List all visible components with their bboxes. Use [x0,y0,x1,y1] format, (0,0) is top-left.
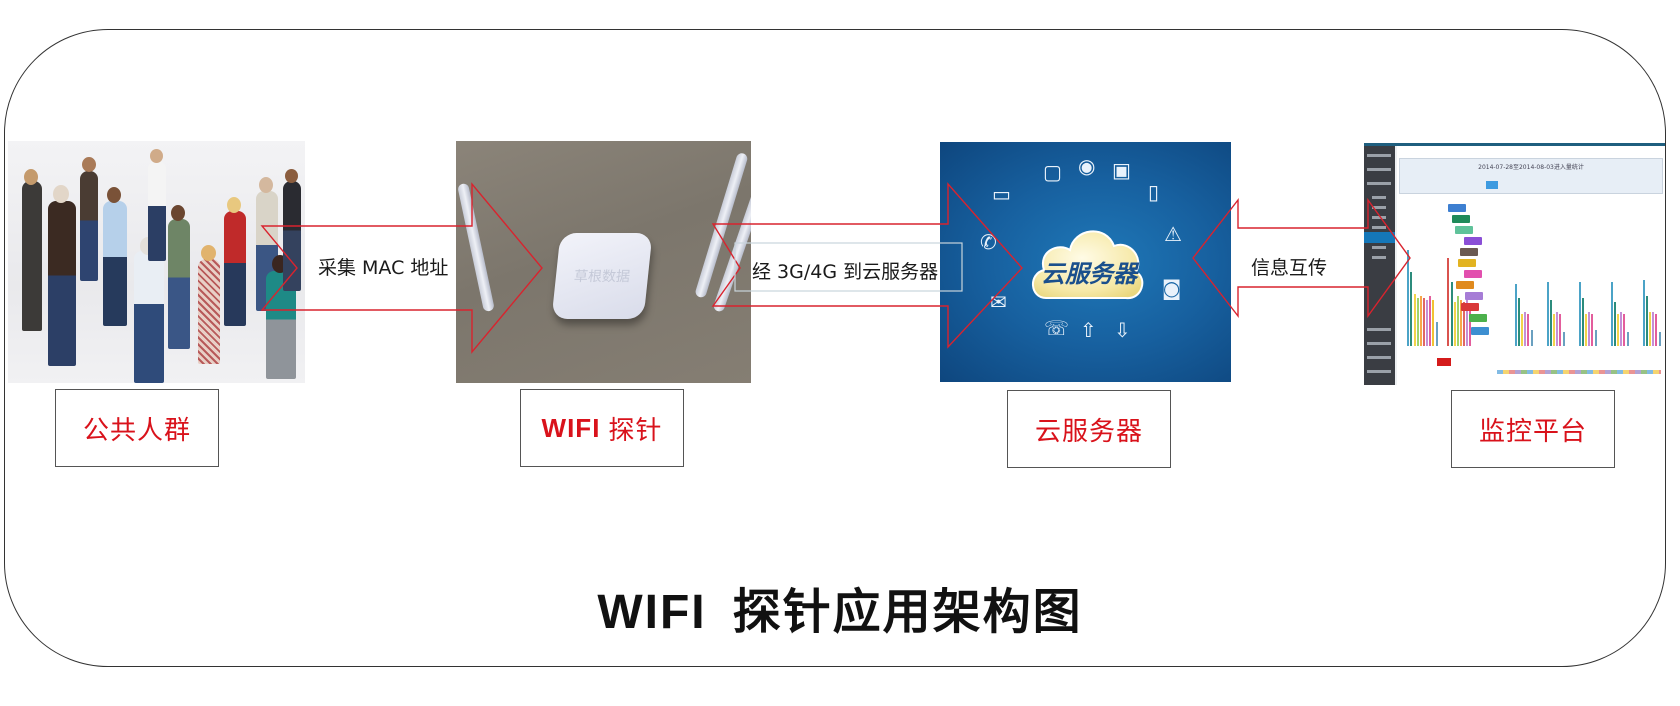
webcam-icon: ◉ [1078,154,1096,178]
monitoring-platform-image: 2014-07-28至2014-08-03进入量统计 [1364,143,1665,385]
platform-chart-title: 2014-07-28至2014-08-03进入量统计 [1478,164,1584,171]
node-label-crowd: 公共人群 [55,389,219,467]
node-label-probe: WIFI 探针 [520,389,684,467]
platform-sidebar [1364,146,1395,385]
diagram-frame [4,29,1666,667]
upload-icon: ⇧ [1080,318,1097,342]
diagram-title-suffix: 探针应用架构图 [732,584,1083,640]
edge-label-via-3g-4g: 经 3G/4G 到云服务器 [752,261,939,283]
node-label-cloud-text: 云服务器 [1034,416,1143,447]
device-icon: ◙ [1162,276,1182,300]
node-label-platform-text: 监控平台 [1478,416,1587,447]
edge-label-info-exchange: 信息互传 [1251,257,1328,279]
diagram-title-prefix: WIFI [597,586,707,639]
cloud-image-text: 云服务器 [1041,260,1137,288]
router-device: 草根数据 [551,233,653,319]
mail-icon: ✉ [990,290,1007,314]
node-label-probe-prefix: WIFI [541,412,601,443]
mobile-phone-icon: ▯ [1148,180,1160,204]
diagram-title: WIFI 探针应用架构图 [0,572,1680,642]
cellphone-signal-icon: ✆ [980,230,997,254]
desktop-computer-icon: ▭ [992,182,1011,206]
crowd-image [8,141,305,383]
platform-legend [1497,370,1661,374]
phone-call-icon: ☏ [1044,316,1070,340]
probe-watermark: 草根数据 [573,269,631,285]
node-label-platform: 监控平台 [1451,390,1615,468]
cloud-server-image: 云服务器 ▢ ◉ ▣ ▯ ▭ ✆ ⚠ ✉ ◙ ☏ ⇧ ⇩ [940,142,1231,382]
platform-bar-chart [1403,202,1661,346]
node-label-crowd-text: 公共人群 [82,415,191,446]
wifi-probe-image: 草根数据 [456,141,751,383]
floppy-disk-icon: ▣ [1112,158,1131,182]
platform-header: 2014-07-28至2014-08-03进入量统计 [1399,158,1663,194]
cloud-icon [1032,230,1144,300]
tablet-icon: ▢ [1043,160,1062,184]
alarm-light-icon: ⚠ [1164,222,1182,246]
node-label-cloud: 云服务器 [1007,390,1171,468]
edge-label-collect-mac: 采集 MAC 地址 [316,253,451,280]
node-label-probe-suffix: 探针 [608,415,663,446]
platform-selected-date [1437,358,1451,366]
download-icon: ⇩ [1114,318,1131,342]
